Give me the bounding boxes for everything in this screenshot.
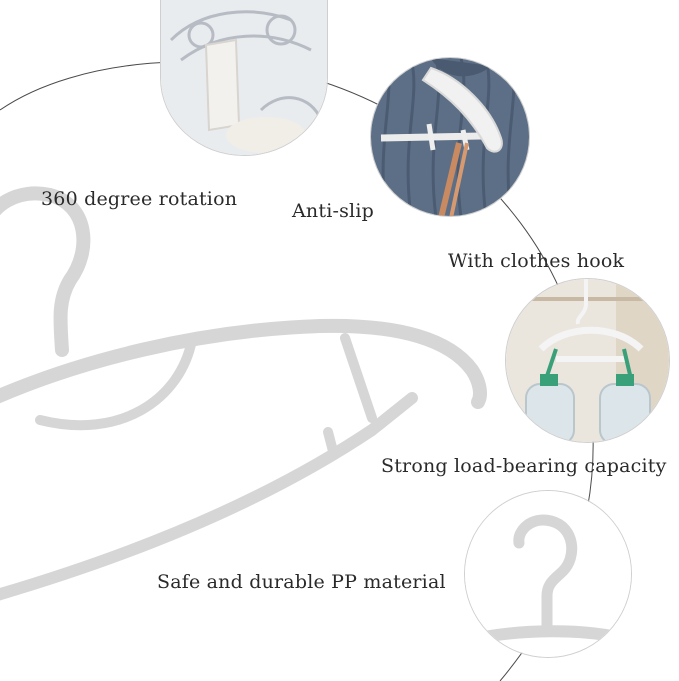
feature-label-load: Strong load-bearing capacity [381,455,667,477]
hanger-top-bar [0,318,487,409]
feature-label-material: Safe and durable PP material [157,571,446,593]
hanger-knob [323,427,339,460]
feature-label-anti-slip: Anti-slip [292,200,374,222]
hanger-strut [340,333,377,423]
material-detail-image [464,490,632,658]
anti-slip-detail-image [370,57,530,217]
rotation-detail-image [160,0,328,156]
feature-label-rotation: 360 degree rotation [41,188,238,210]
load-bearing-detail-image [505,278,670,443]
hanger-hook [0,186,91,357]
hanger-lower-arm [0,392,418,601]
hanger-inner-swoop [35,335,197,431]
feature-label-hook: With clothes hook [448,250,625,272]
